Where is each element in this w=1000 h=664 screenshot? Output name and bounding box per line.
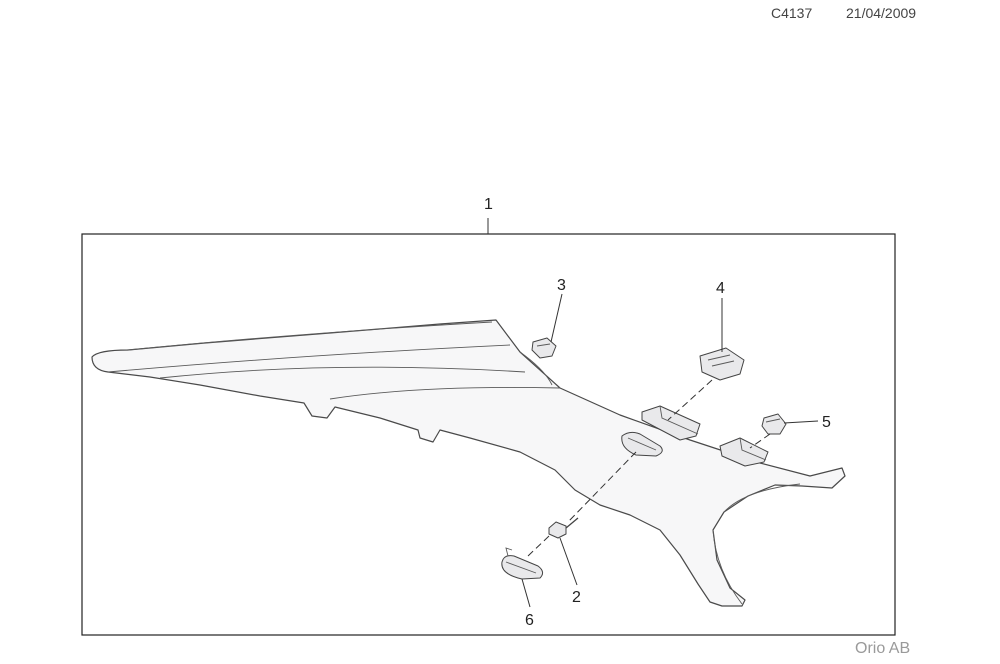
callout-6: 6: [525, 612, 534, 629]
callout-leader-6: [521, 578, 531, 608]
part-2-screw: [548, 517, 579, 539]
callout-leader-3: [550, 293, 563, 343]
pillar-trim-panel: [91, 319, 846, 607]
drawing-date: 21/04/2009: [846, 5, 917, 21]
brand-watermark: Orio AB: [855, 640, 911, 657]
callout-leader-5: [783, 420, 819, 424]
callout-3: 3: [557, 277, 566, 294]
part-6-cover: [501, 547, 544, 580]
assembly-line-2: [567, 451, 637, 523]
part-3-clip: [531, 337, 557, 359]
part-4-clip: [699, 347, 745, 381]
assembly-line-6: [527, 535, 550, 557]
assembly-line-5: [749, 433, 771, 449]
part-5-clip: [761, 413, 787, 435]
drawing-code: C4137: [771, 5, 813, 21]
callout-leader-2: [559, 537, 578, 586]
callout-5: 5: [822, 414, 831, 431]
callout-1: 1: [484, 196, 493, 213]
assembly-line-4: [667, 379, 713, 421]
callout-2: 2: [572, 589, 581, 606]
callout-4: 4: [716, 280, 725, 297]
